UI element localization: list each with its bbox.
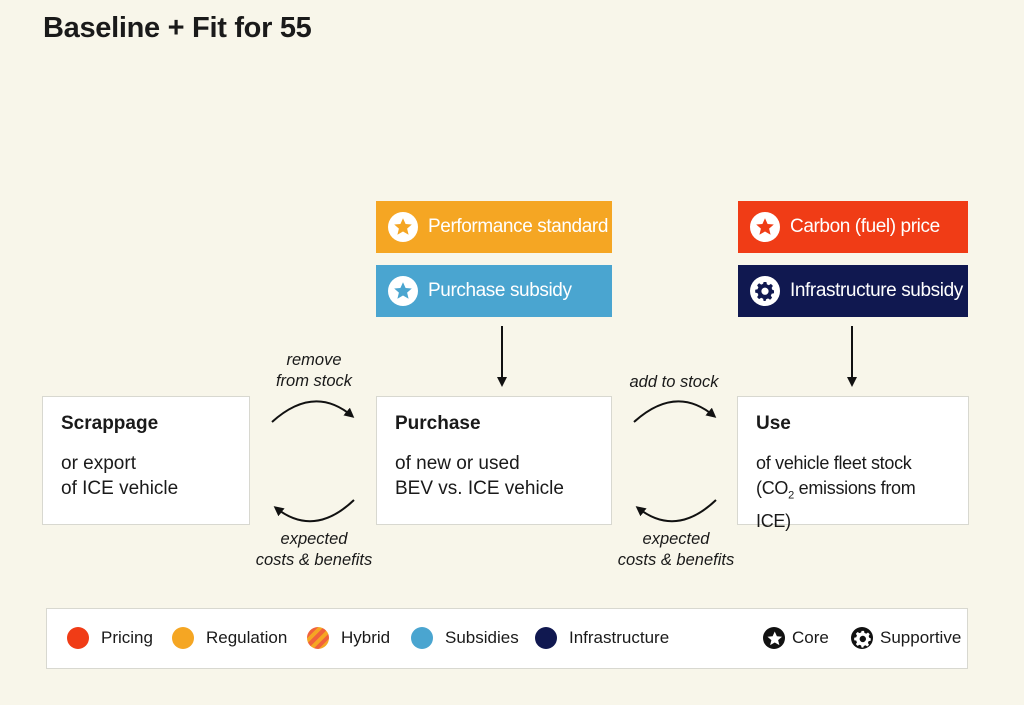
curved-arrow-expected-left bbox=[273, 499, 355, 523]
policy-infrastructure-subsidy: Infrastructure subsidy bbox=[738, 265, 968, 317]
co2-text-rest: emissions from ICE) bbox=[756, 478, 916, 531]
flow-label-line: expected bbox=[280, 530, 348, 548]
policy-label: Infrastructure subsidy bbox=[790, 280, 963, 301]
legend-label: Core bbox=[792, 628, 829, 647]
legend-supportive: Supportive bbox=[851, 627, 961, 649]
policy-performance-standard: Performance standard bbox=[376, 201, 612, 253]
legend-hybrid: Hybrid bbox=[307, 627, 390, 649]
legend-label: Pricing bbox=[101, 628, 153, 647]
stage-desc-line: of new or used bbox=[395, 453, 520, 474]
flow-label-expected-left: expected costs & benefits bbox=[244, 529, 384, 571]
legend-core: Core bbox=[763, 627, 829, 649]
policy-label: Carbon (fuel) price bbox=[790, 216, 940, 237]
legend-label: Hybrid bbox=[341, 628, 391, 647]
gear-icon bbox=[750, 276, 780, 306]
stage-use: Use of vehicle fleet stock (CO2 emission… bbox=[737, 396, 969, 531]
legend-pricing: Pricing bbox=[67, 627, 153, 649]
legend-label: Subsidies bbox=[445, 628, 519, 647]
legend-subsidies: Subsidies bbox=[411, 627, 519, 649]
flow-label-line: from stock bbox=[275, 372, 353, 390]
stage-desc-line: or export bbox=[61, 453, 136, 474]
legend-infrastructure: Infrastructure bbox=[535, 627, 669, 649]
star-icon bbox=[388, 276, 418, 306]
star-icon bbox=[388, 212, 418, 242]
curved-arrow-remove bbox=[271, 400, 355, 423]
flow-label-remove: remove from stock bbox=[258, 350, 370, 392]
stage-description: or export of ICE vehicle bbox=[61, 451, 231, 501]
stage-name: Scrappage bbox=[61, 413, 159, 434]
co2-subscript: 2 bbox=[788, 489, 794, 502]
stage-scrappage: Scrappage or export of ICE vehicle bbox=[42, 396, 250, 525]
stage-desc-line: BEV vs. ICE vehicle bbox=[395, 478, 564, 499]
policy-label: Purchase subsidy bbox=[428, 280, 572, 301]
infrastructure-swatch bbox=[535, 627, 557, 649]
hybrid-swatch bbox=[307, 627, 329, 649]
policy-label: Performance standard bbox=[428, 216, 608, 237]
stage-desc-line: (CO2 emissions from ICE) bbox=[756, 476, 950, 534]
supportive-gear-icon bbox=[851, 627, 873, 649]
arrow-down-purchase bbox=[497, 326, 507, 387]
legend-regulation: Regulation bbox=[172, 627, 287, 649]
flow-label-line: remove bbox=[286, 351, 342, 369]
stage-description: of new or used BEV vs. ICE vehicle bbox=[395, 451, 593, 501]
flow-label-line: costs & benefits bbox=[255, 551, 373, 569]
policy-carbon-price: Carbon (fuel) price bbox=[738, 201, 968, 253]
flow-label-line: expected bbox=[642, 530, 710, 548]
flow-label-line: add to stock bbox=[629, 373, 719, 391]
curved-arrow-add bbox=[633, 400, 717, 423]
regulation-swatch bbox=[172, 627, 194, 649]
subsidies-swatch bbox=[411, 627, 433, 649]
curved-arrow-expected-right bbox=[635, 499, 717, 523]
flow-label-add: add to stock bbox=[614, 372, 734, 393]
stage-desc-line: of ICE vehicle bbox=[61, 478, 179, 499]
page-title: Baseline + Fit for 55 bbox=[43, 12, 312, 44]
pricing-swatch bbox=[67, 627, 89, 649]
star-icon bbox=[750, 212, 780, 242]
legend-label: Regulation bbox=[206, 628, 288, 647]
stage-description: of vehicle fleet stock (CO2 emissions fr… bbox=[756, 451, 950, 534]
policy-purchase-subsidy: Purchase subsidy bbox=[376, 265, 612, 317]
stage-name: Purchase bbox=[395, 413, 481, 434]
stage-desc-line: of vehicle fleet stock bbox=[756, 453, 912, 473]
legend-label: Supportive bbox=[880, 628, 962, 647]
stage-purchase: Purchase of new or used BEV vs. ICE vehi… bbox=[376, 396, 612, 525]
co2-text: (CO bbox=[756, 478, 789, 498]
flow-label-expected-right: expected costs & benefits bbox=[606, 529, 746, 571]
arrow-down-use bbox=[847, 326, 857, 387]
stage-name: Use bbox=[756, 413, 791, 434]
flow-label-line: costs & benefits bbox=[617, 551, 735, 569]
legend: Pricing Regulation Hybrid Subsidies Infr… bbox=[46, 608, 968, 669]
core-star-icon bbox=[763, 627, 785, 649]
legend-label: Infrastructure bbox=[569, 628, 670, 647]
